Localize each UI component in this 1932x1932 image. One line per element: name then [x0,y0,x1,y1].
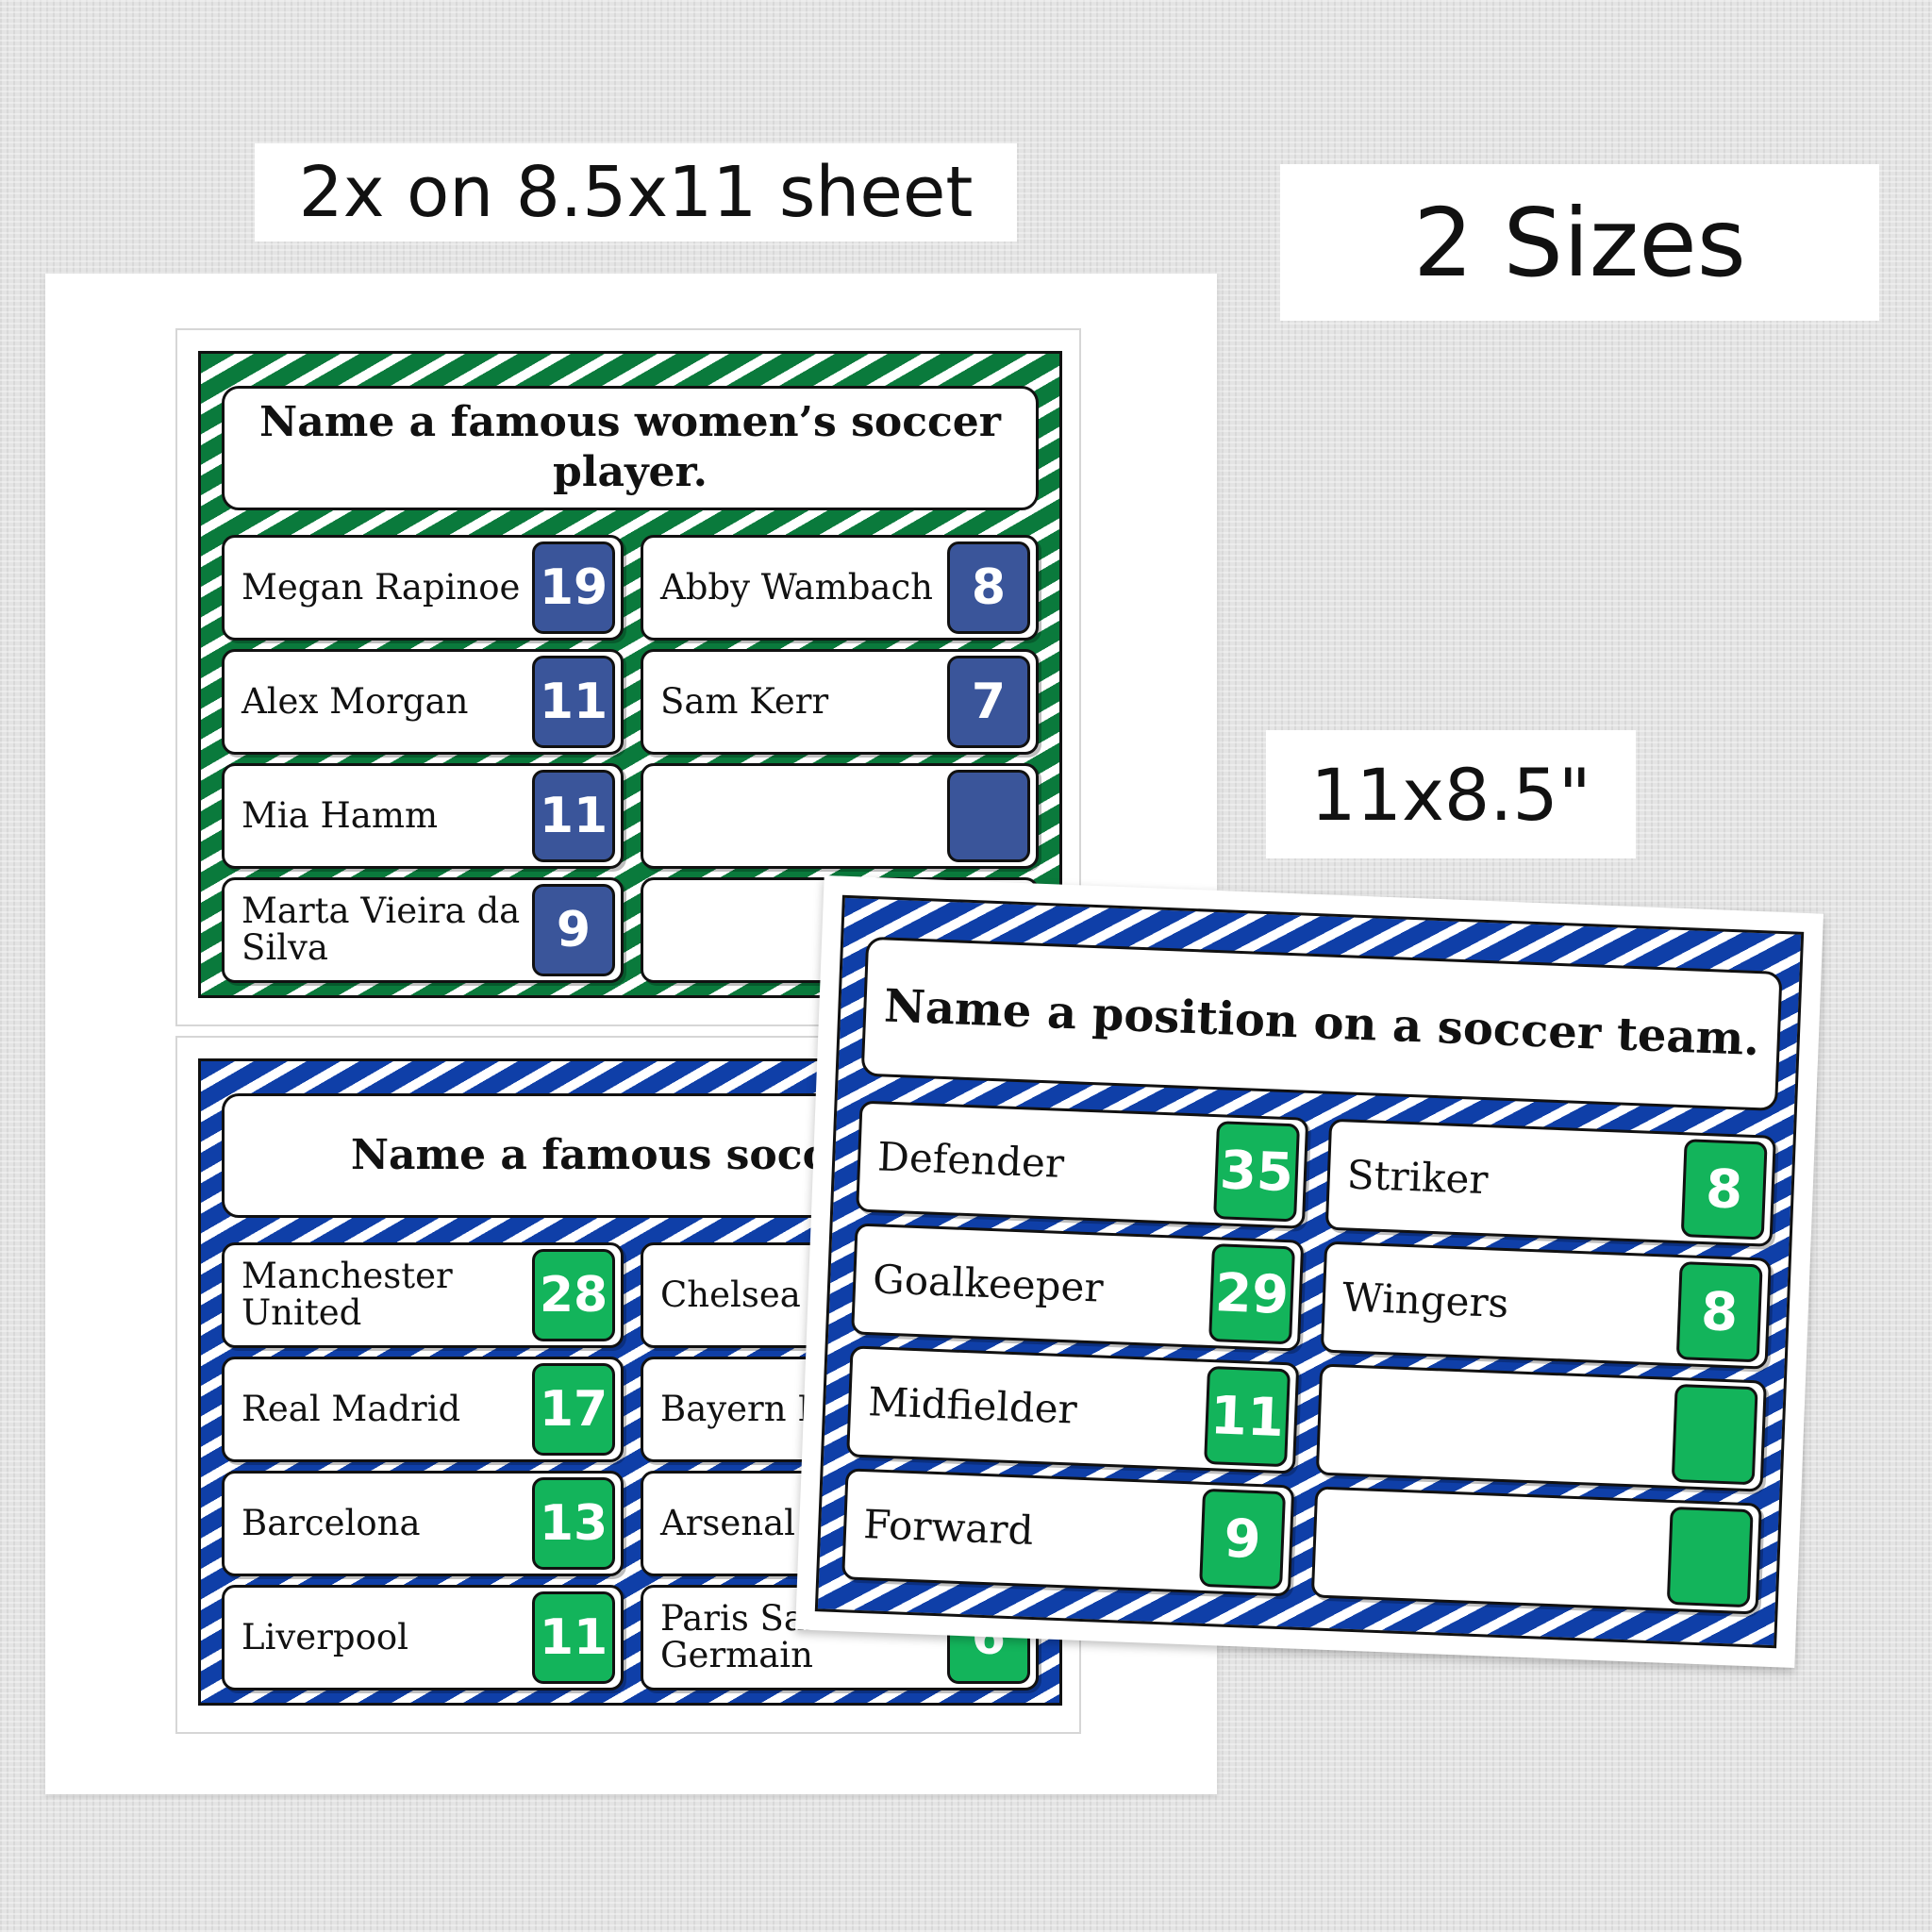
answer-text: Alex Morgan [242,680,469,722]
answer-text: Chelsea [660,1274,801,1315]
answer-text [1336,1367,1670,1485]
answer-row-empty [1315,1363,1767,1492]
points-badge: 8 [1680,1139,1768,1241]
points-badge: 7 [947,656,1030,748]
answer-text: Defender [876,1133,1065,1187]
points-badge: 19 [532,541,615,634]
answer-row: Abby Wambach 8 [641,535,1039,641]
answer-row: Barcelona 13 [222,1471,624,1576]
answer-row: Goalkeeper 29 [851,1223,1305,1352]
points-badge: 9 [1199,1488,1287,1591]
answer-row: Defender 35 [856,1100,1309,1229]
points-badge: 11 [1204,1365,1291,1468]
answer-row: Marta Vieira da Silva 9 [222,877,624,983]
question-box: Name a famous women’s soccer player. [222,386,1039,510]
answer-row: Liverpool 11 [222,1585,624,1690]
answer-row: Sam Kerr 7 [641,649,1039,755]
points-badge: 17 [532,1363,615,1456]
answer-text: Megan Rapinoe [242,566,521,608]
points-badge: 35 [1213,1121,1301,1223]
question-box: Name a famous soccer t [222,1093,1039,1218]
answer-row: Mia Hamm 11 [222,763,624,869]
answer-row: Wingers 8 [1320,1241,1772,1370]
answer-row: Manchester United 28 [222,1242,624,1348]
answer-text: Arsenal [660,1502,796,1543]
question-box: Name a position on a soccer team. [860,936,1783,1111]
sizes-label: 2 Sizes [1280,164,1879,321]
two-up-label: 2x on 8.5x11 sheet [255,143,1017,242]
answer-row: Megan Rapinoe 19 [222,535,624,641]
answer-text: Midfielder [867,1378,1078,1433]
answer-text: Marta Vieira da Silva [242,891,521,968]
points-badge: 29 [1208,1243,1296,1345]
points-badge: 11 [532,656,615,748]
answer-text: Barcelona [242,1502,421,1543]
answer-text: Wingers [1341,1274,1510,1327]
answer-text: Real Madrid [242,1388,461,1429]
answer-row-empty [1310,1486,1762,1615]
card-women-players: Name a famous women’s soccer player. Meg… [198,351,1062,998]
landscape-size-label: 11x8.5" [1266,730,1636,858]
answer-text [660,766,941,866]
points-badge: 28 [532,1249,615,1341]
points-badge: 11 [532,1591,615,1684]
card-soccer-positions: Name a position on a soccer team. Defend… [814,894,1805,1649]
points-badge: 8 [1675,1261,1763,1363]
answer-row: Striker 8 [1324,1118,1776,1247]
points-badge: 9 [532,884,615,976]
answer-row: Forward 9 [841,1468,1295,1597]
answer-text: Manchester United [242,1256,453,1333]
answer-text: Goalkeeper [872,1256,1105,1311]
answer-text [1331,1490,1665,1607]
answer-text: Abby Wambach [660,566,934,608]
answer-text: Sam Kerr [660,680,829,722]
answer-row-empty [641,763,1039,869]
answer-row: Alex Morgan 11 [222,649,624,755]
answer-row: Real Madrid 17 [222,1357,624,1462]
answer-text: Forward [862,1501,1035,1554]
answer-text: Striker [1346,1151,1490,1204]
answer-row: Midfielder 11 [846,1345,1300,1474]
points-badge: 8 [947,541,1030,634]
points-badge [1666,1506,1754,1608]
card-outline-top [175,328,1081,1026]
answer-text: Liverpool [242,1616,408,1657]
points-badge: 11 [532,770,615,862]
points-badge: 13 [532,1477,615,1570]
answer-text: Mia Hamm [242,794,439,836]
points-badge [1671,1383,1758,1486]
landscape-sheet: Name a position on a soccer team. Defend… [795,874,1824,1669]
points-badge [947,770,1030,862]
